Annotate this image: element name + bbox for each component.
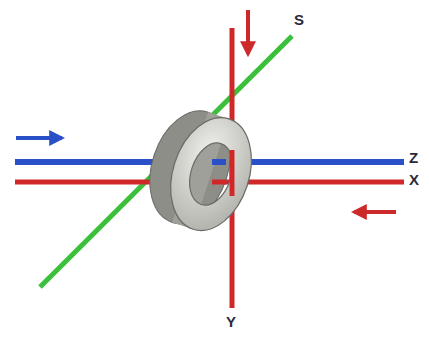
x-direction-arrow bbox=[354, 210, 396, 214]
axis-label: X bbox=[409, 172, 419, 188]
axis-label: Z bbox=[409, 150, 418, 166]
ring bbox=[136, 100, 265, 241]
z-direction-arrow bbox=[16, 136, 62, 140]
axis-label: S bbox=[294, 12, 304, 28]
y-direction-arrow bbox=[246, 10, 250, 54]
y-axis bbox=[230, 28, 235, 308]
axis-label: Y bbox=[226, 314, 236, 330]
